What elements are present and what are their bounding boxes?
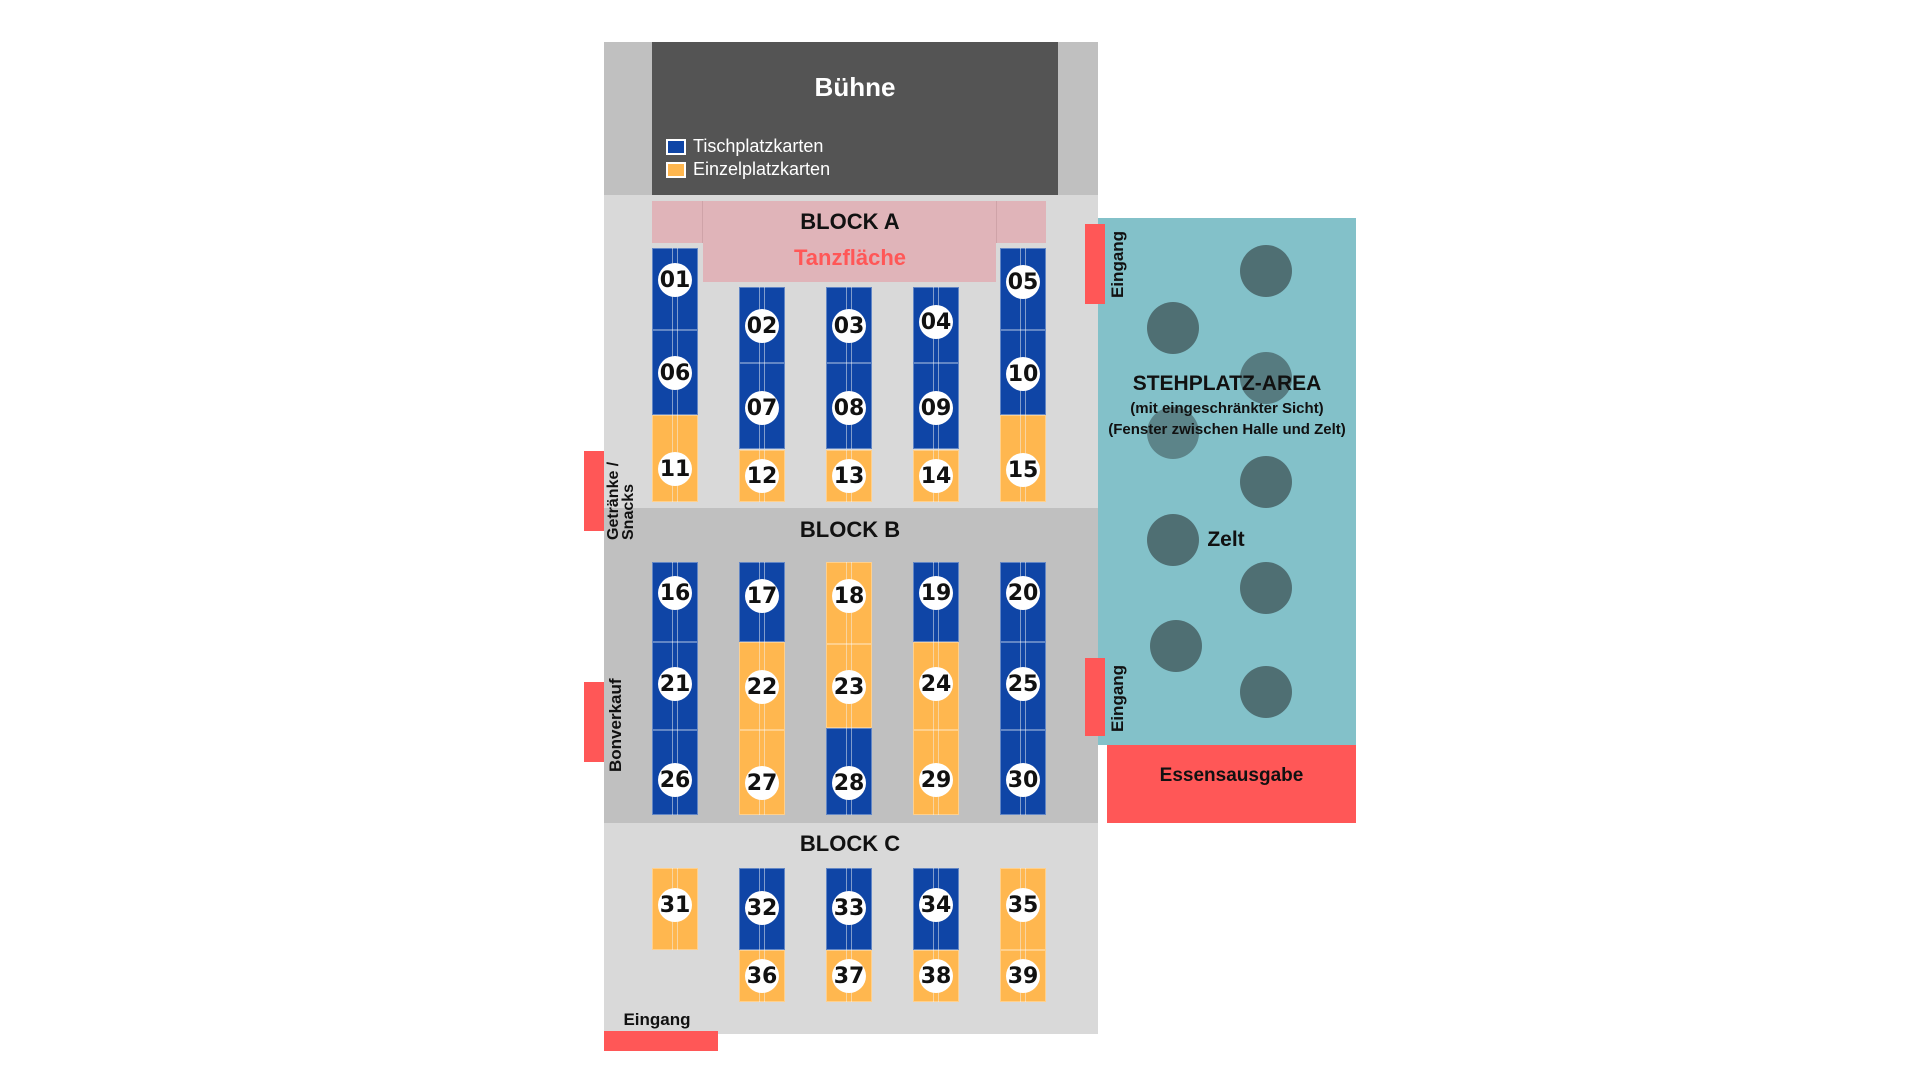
tent-label: Zelt <box>1207 528 1245 551</box>
legend-label-single: Einzelplatzkarten <box>693 159 831 179</box>
table-number: 08 <box>832 391 866 425</box>
tent-pole <box>1240 352 1292 404</box>
table-number: 09 <box>919 391 953 425</box>
tent-pole <box>1240 666 1292 718</box>
table-number: 27 <box>745 766 779 800</box>
tent-pole <box>1147 302 1199 354</box>
table-number: 07 <box>745 391 779 425</box>
legend-swatch-blue <box>666 138 686 155</box>
tent-pole <box>1147 407 1199 459</box>
drinks-counter-label: Getränke / Snacks <box>605 461 637 540</box>
table-number: 10 <box>1006 357 1040 391</box>
standing-area-title: STEHPLATZ-AREA <box>1132 372 1322 395</box>
table-number: 25 <box>1006 667 1040 701</box>
table-number: 20 <box>1006 576 1040 610</box>
table-number: 33 <box>832 891 866 925</box>
tent-pole <box>1147 514 1199 566</box>
table-number: 17 <box>745 579 779 613</box>
table-number: 34 <box>919 888 953 922</box>
stage-label: Bühne <box>814 72 896 102</box>
table-number: 16 <box>658 576 692 610</box>
dance-floor-divider <box>652 201 703 243</box>
standing-area-note-view: (mit eingeschränkter Sicht) <box>1130 400 1324 417</box>
legend-item-table: Tischplatzkarten <box>666 136 830 157</box>
table-number: 32 <box>745 891 779 925</box>
table-number: 26 <box>658 763 692 797</box>
table-number: 30 <box>1006 763 1040 797</box>
table-number: 14 <box>919 459 953 493</box>
standing-area-note-window: (Fenster zwischen Halle und Zelt) <box>1108 421 1346 438</box>
legend-label-table: Tischplatzkarten <box>693 136 824 156</box>
legend: Tischplatzkarten Einzelplatzkarten <box>666 136 830 180</box>
drinks-counter-marker <box>584 451 604 531</box>
table-number: 05 <box>1006 265 1040 299</box>
table-number: 22 <box>745 670 779 704</box>
table-number: 21 <box>658 667 692 701</box>
table-number: 29 <box>919 763 953 797</box>
table-number: 19 <box>919 576 953 610</box>
tent-entrance-mid-label: Eingang <box>1108 664 1127 732</box>
dance-floor-divider-right <box>996 201 997 243</box>
table-number: 35 <box>1006 888 1040 922</box>
main-entrance-marker <box>604 1031 718 1051</box>
table-number: 11 <box>658 452 692 486</box>
table-number: 28 <box>832 766 866 800</box>
table-number: 24 <box>919 667 953 701</box>
table-number: 31 <box>658 888 692 922</box>
food-counter-label: Essensausgabe <box>1159 765 1304 786</box>
table-number: 01 <box>658 263 692 297</box>
tent-pole <box>1150 620 1202 672</box>
standing-area-tent <box>1098 218 1356 745</box>
legend-swatch-orange <box>666 161 686 178</box>
table-number: 39 <box>1006 959 1040 993</box>
table-number: 06 <box>658 356 692 390</box>
main-entrance-label: Eingang <box>623 1010 691 1029</box>
block-a-label: BLOCK A <box>800 209 900 234</box>
tent-entrance-top-label: Eingang <box>1108 230 1127 298</box>
stage-side-left <box>604 42 652 195</box>
table-number: 03 <box>832 309 866 343</box>
dance-floor-label: Tanzfläche <box>793 245 907 270</box>
table-number: 38 <box>919 959 953 993</box>
table-number: 02 <box>745 309 779 343</box>
table-number: 23 <box>832 670 866 704</box>
block-b-label: BLOCK B <box>799 517 901 542</box>
table-number: 04 <box>919 305 953 339</box>
dance-floor <box>703 201 996 282</box>
table-number: 12 <box>745 459 779 493</box>
stage-side-right <box>1058 42 1098 195</box>
tent-pole <box>1240 456 1292 508</box>
table-number: 13 <box>832 459 866 493</box>
table-number: 18 <box>832 579 866 613</box>
tent-entrance-top-marker <box>1085 224 1105 304</box>
legend-item-single: Einzelplatzkarten <box>666 159 830 180</box>
table-number: 15 <box>1006 453 1040 487</box>
tent-entrance-mid-marker <box>1085 658 1105 736</box>
tent-pole <box>1240 245 1292 297</box>
token-sales-marker <box>584 682 604 762</box>
tent-pole <box>1240 562 1292 614</box>
table-number: 36 <box>745 959 779 993</box>
food-counter: Essensausgabe <box>1107 745 1356 823</box>
block-c-label: BLOCK C <box>799 831 901 856</box>
stage: Bühne Tischplatzkarten Einzelplatzkarten <box>652 42 1058 195</box>
table-number: 37 <box>832 959 866 993</box>
token-sales-label: Bonverkauf <box>606 678 625 772</box>
